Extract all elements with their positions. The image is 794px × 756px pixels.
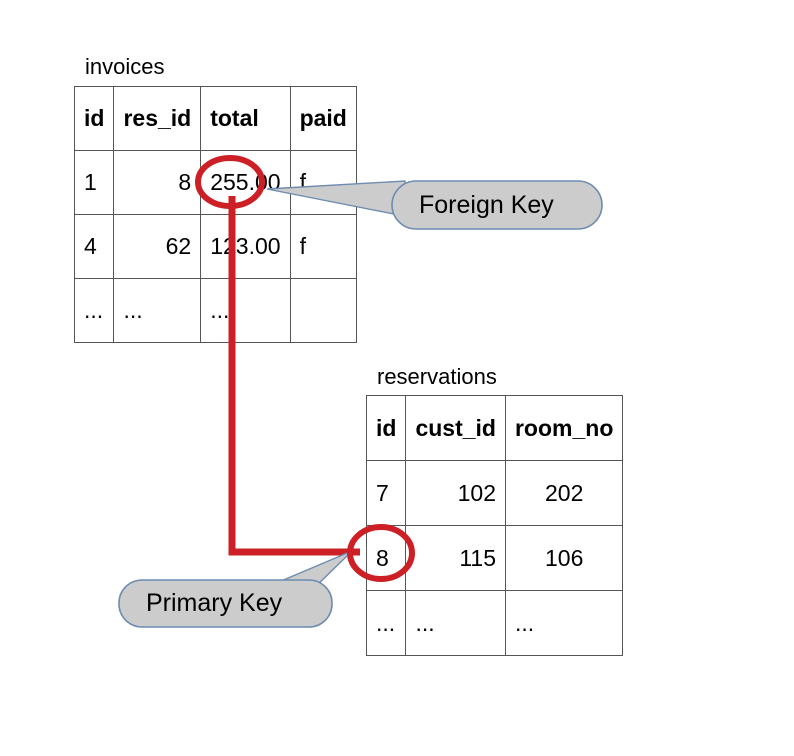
invoices-r2-total: ... [200, 278, 291, 343]
reservations-r0-id: 7 [365, 460, 407, 526]
invoices-r2-res-id: ... [113, 278, 202, 343]
reservations-table-caption: reservations [377, 364, 497, 389]
reservations-r1-cust-id: 115 [405, 525, 506, 591]
reservations-header-cust-id: cust_id [405, 395, 506, 461]
table-row: 4 62 123.00 f [73, 214, 357, 279]
invoices-r0-total: 255.00 [200, 150, 291, 215]
table-row: ... ... ... [73, 278, 357, 343]
invoices-r1-paid: f [289, 214, 357, 279]
invoices-table-caption: invoices [85, 54, 165, 79]
reservations-r1-id: 8 [365, 525, 407, 591]
table-row: 8 115 106 [365, 525, 624, 591]
invoices-r2-id: ... [73, 278, 115, 343]
reservations-r2-cust-id: ... [405, 590, 506, 656]
invoices-header-id: id [73, 86, 115, 151]
table-header-row: id res_id total paid [73, 86, 357, 151]
reservations-r1-room-no: 106 [504, 525, 624, 591]
reservations-table: id cust_id room_no 7 102 202 8 115 106 .… [365, 395, 624, 656]
invoices-table: id res_id total paid 1 8 255.00 f 4 62 1… [73, 86, 357, 343]
invoices-r2-paid [289, 278, 357, 343]
invoices-r1-total: 123.00 [200, 214, 291, 279]
foreign-key-callout-label: Foreign Key [419, 191, 554, 219]
table-row: ... ... ... [365, 590, 624, 656]
reservations-header-id: id [365, 395, 407, 461]
invoices-r0-res-id: 8 [113, 150, 202, 215]
reservations-r0-room-no: 202 [504, 460, 624, 526]
invoices-header-res-id: res_id [113, 86, 202, 151]
invoices-r1-id: 4 [73, 214, 115, 279]
table-header-row: id cust_id room_no [365, 395, 624, 461]
reservations-header-room-no: room_no [504, 395, 624, 461]
table-row: 1 8 255.00 f [73, 150, 357, 215]
invoices-header-paid: paid [289, 86, 357, 151]
invoices-r0-paid: f [289, 150, 357, 215]
invoices-r0-id: 1 [73, 150, 115, 215]
primary-key-callout-tail [254, 550, 353, 593]
invoices-header-total: total [200, 86, 291, 151]
reservations-r2-id: ... [365, 590, 407, 656]
reservations-r2-room-no: ... [504, 590, 624, 656]
table-row: 7 102 202 [365, 460, 624, 526]
primary-key-callout-label: Primary Key [146, 589, 283, 617]
invoices-r1-res-id: 62 [113, 214, 202, 279]
reservations-r0-cust-id: 102 [405, 460, 506, 526]
